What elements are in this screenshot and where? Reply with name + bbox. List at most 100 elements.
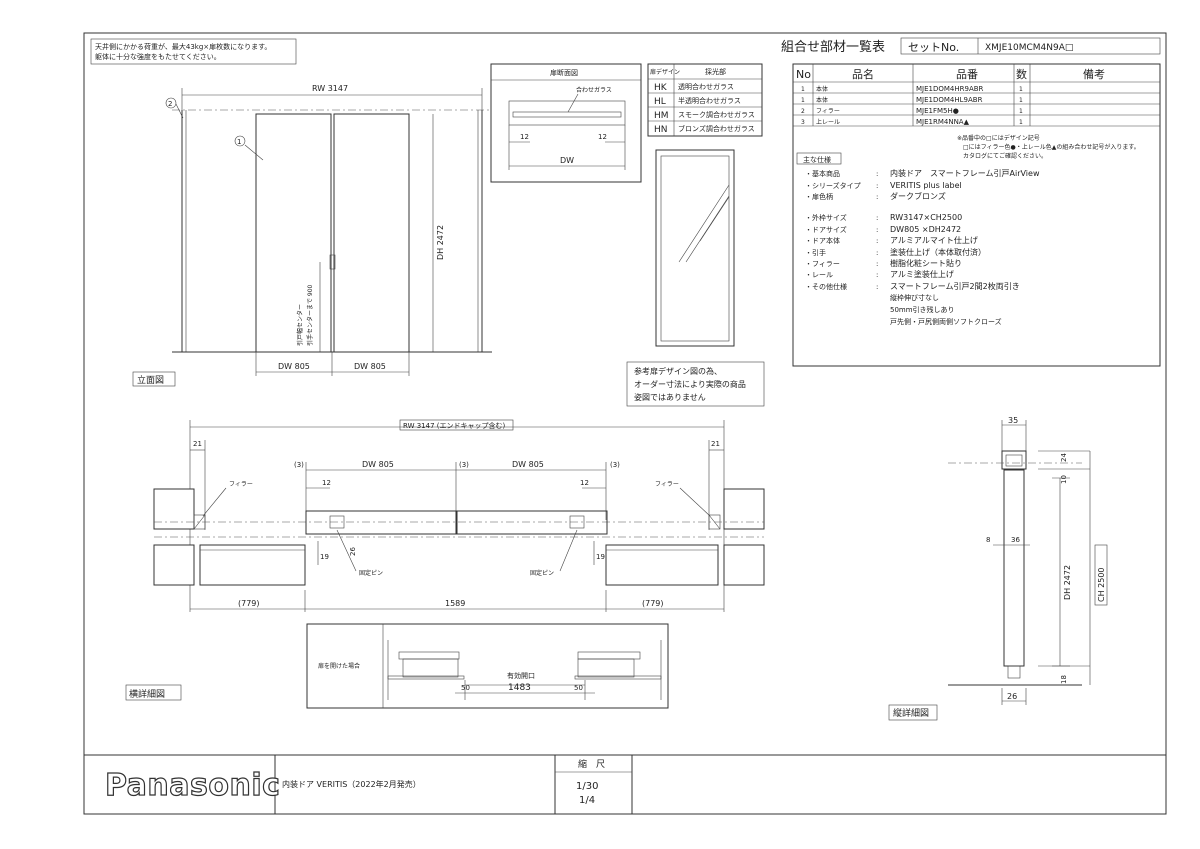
elevation-rw-label: RW 3147 (312, 84, 348, 93)
spec-key: ・引手 (805, 248, 826, 257)
row-code: MJE1DOM4HL9ABR (916, 96, 983, 104)
plan-filler-left: フィラー (229, 481, 253, 488)
plan-dim19-right: 19 (596, 553, 605, 561)
plan-dw-right: DW 805 (512, 460, 544, 469)
spec-separator: : (876, 226, 878, 234)
handle-center-label2: 引手センターまで 900 (306, 284, 314, 346)
plan-rw-label: RW 3147 (エンドキャップ含む) (403, 421, 505, 430)
section-dim-width: DW (560, 156, 574, 165)
ceiling-note-line1: 天井側にかかる荷重が、最大43kg×扉枚数になります。 (95, 42, 271, 51)
row-code: MJE1RM4NNA▲ (916, 118, 970, 126)
scale-secondary: 1/4 (579, 795, 595, 806)
spec-key: ・フィラー (805, 260, 840, 268)
spec-value: VERITIS plus label (890, 181, 962, 190)
plan-dim779-right: (779) (642, 599, 664, 608)
scale-primary: 1/30 (576, 781, 598, 792)
elevation-title: 立面図 (137, 374, 164, 386)
glass-desc: 透明合わせガラス (678, 82, 734, 91)
ceiling-note-line2: 躯体に十分な強度をもたせてください。 (95, 52, 221, 61)
reference-line3: 姿図ではありません (634, 392, 706, 402)
plan-dim12-right: 12 (580, 479, 589, 487)
row-code: MJE1DOM4HR9ABR (916, 85, 984, 93)
section-title: 扉断面図 (550, 68, 578, 77)
vertical-detail: 35 24 10 8 36 DH 2472 CH 2500 18 26 縦詳細図 (888, 416, 1108, 721)
callout-2: 2 (168, 100, 172, 108)
door-handle (329, 254, 336, 270)
plan-dim779-left: (779) (238, 599, 260, 608)
col-name: 品名 (852, 67, 874, 81)
v-door-section (1003, 469, 1025, 667)
v-dim26: 26 (1007, 692, 1017, 701)
spec-separator: : (876, 260, 878, 268)
spec-value: ダークブロンズ (890, 191, 946, 201)
door-design-illustration (655, 149, 735, 347)
spec-extra: 縦枠伸び寸なし (890, 293, 939, 302)
v-dim36: 36 (1011, 536, 1020, 544)
row-no: 1 (801, 86, 805, 93)
legend-line1: ※品番中の□にはデザイン記号 (957, 134, 1040, 142)
reference-note: 参考扉デザイン図の為、 オーダー寸法により実際の商品 姿図ではありません (626, 361, 765, 407)
opening-label: 有効開口 (507, 671, 535, 680)
v-dim10: 10 (1060, 475, 1068, 484)
brand-logo: Panasonic (105, 768, 280, 803)
spec-value: スマートフレーム引戸2間2枚両引き (890, 281, 1020, 291)
row-no: 2 (801, 108, 805, 115)
section-dim-right: 12 (598, 133, 607, 141)
plan-detail: RW 3147 (エンドキャップ含む) 21 21 (3) (3) (3) DW… (125, 419, 765, 701)
glass-header-glass: 採光部 (705, 67, 726, 76)
col-qty: 数 (1016, 68, 1027, 81)
set-no-label: セットNo. (908, 41, 959, 54)
spec-key: ・シリーズタイプ (805, 181, 861, 190)
product-name: 内装ドア VERITIS（2022年2月発売） (282, 779, 421, 789)
handle-center-label1: 引戸幅センター (296, 304, 304, 346)
legend-line2: □にはフィラー色●・上レール色▲の組み合わせ記号が入ります。 (963, 143, 1140, 151)
open-dim50-left: 50 (461, 684, 470, 692)
spec-key: ・ドア本体 (805, 236, 840, 245)
plan-dim3-b: (3) (459, 461, 469, 469)
section-detail: 扉断面図 合わせガラス 12 12 DW (490, 63, 642, 183)
reference-line1: 参考扉デザイン図の為、 (634, 366, 722, 376)
spec-value: DW805 ×DH2472 (890, 225, 961, 234)
spec-key: ・基本商品 (805, 169, 840, 178)
opening-value: 1483 (508, 683, 531, 693)
spec-list: ・基本商品: 内装ドア スマートフレーム引戸AirView ・シリーズタイプ: VER… (805, 168, 1040, 326)
sheet-border (83, 32, 1167, 815)
glass-desc: スモーク調合わせガラス (678, 110, 755, 119)
spec-value: アルミ塗装仕上げ (890, 269, 954, 279)
plan-dim21-right: 21 (711, 440, 720, 448)
spec-value: 内装ドア スマートフレーム引戸AirView (890, 168, 1040, 178)
v-dh: DH 2472 (1063, 565, 1072, 600)
parts-list: 組合せ部材一覧表 セットNo. XMJE10MCM4N9A□ No 品名 品番 … (781, 37, 1161, 367)
col-remark: 備考 (1083, 68, 1105, 81)
open-dim50-right: 50 (574, 684, 583, 692)
spec-separator: : (876, 170, 878, 178)
elevation-dh-label: DH 2472 (436, 225, 445, 260)
spec-extra: 戸先側・戸尻側両側ソフトクローズ (890, 317, 1002, 326)
v-dim8: 8 (986, 536, 990, 544)
spec-separator: : (876, 237, 878, 245)
elevation-view: RW 3147 2 1 DH 2472 引戸幅センター 引手センターまで 900… (132, 84, 492, 387)
spec-value: 塗装仕上げ（本体取付済） (890, 247, 986, 257)
glass-desc: 半透明合わせガラス (678, 96, 741, 105)
plan-door-left (305, 510, 457, 535)
row-name: 本体 (816, 85, 828, 93)
ceiling-load-note: 天井側にかかる荷重が、最大43kg×扉枚数になります。 躯体に十分な強度をもたせ… (90, 38, 297, 65)
spec-separator: : (876, 249, 878, 257)
v-dim18: 18 (1060, 675, 1068, 684)
row-no: 1 (801, 97, 805, 104)
spec-separator: : (876, 271, 878, 279)
elevation-dw-left: DW 805 (278, 362, 310, 371)
spec-extra: 50mm引き残しあり (890, 305, 955, 314)
col-code: 品番 (956, 68, 978, 81)
v-ch: CH 2500 (1097, 567, 1106, 602)
row-code: MJE1FM5H● (916, 107, 959, 115)
row-name: 上レール (816, 118, 840, 126)
row-name: フィラー (816, 108, 840, 115)
glass-code: HL (654, 97, 666, 107)
callout-1: 1 (237, 138, 241, 146)
plan-dim3-a: (3) (294, 461, 304, 469)
spec-value: RW3147×CH2500 (890, 213, 962, 222)
section-dim-left: 12 (520, 133, 529, 141)
plan-dim21-left: 21 (193, 440, 202, 448)
